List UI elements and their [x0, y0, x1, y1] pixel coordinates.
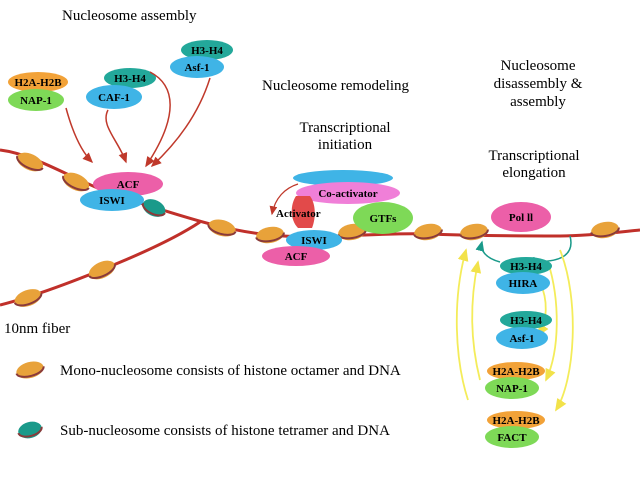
hira-label: HIRA: [509, 278, 538, 290]
activator-shape: [291, 196, 315, 228]
arrow-nap1-to-fiber: [65, 107, 94, 164]
arrow-yellow-2: [470, 260, 482, 381]
arrow-yellow-4: [545, 261, 558, 382]
iswi-blob-right: [286, 230, 342, 250]
acf-blob-right: [262, 246, 330, 266]
h2a-h2b-blob-nap: [487, 362, 545, 380]
heading-disassembly-l2: disassembly &: [494, 76, 583, 92]
heading-initiation-l2: initiation: [318, 137, 373, 153]
arrow-teal-up: [475, 240, 501, 263]
coactivator-bar: [293, 170, 393, 186]
h3-h4-label-asf: H3-H4: [191, 45, 223, 57]
gtfs-blob: [353, 202, 413, 234]
nap1-blob-2: [485, 377, 539, 399]
h3-h4-label-caf: H3-H4: [114, 73, 146, 85]
nucleosome: [16, 152, 44, 172]
heading-nucleosome-remodeling: Nucleosome remodeling: [262, 78, 410, 94]
h2a-h2b-blob: [8, 72, 68, 92]
arrow-caf1-to-acf: [105, 109, 128, 164]
legend-mono-nucleosome-icon: [15, 361, 45, 379]
fact-label: FACT: [497, 432, 527, 444]
asf1-blob: [170, 56, 224, 78]
acf-label-right: ACF: [285, 251, 308, 263]
nucleosome: [459, 223, 489, 241]
h3-h4-blob-asf: [181, 40, 233, 60]
iswi-label-right: ISWI: [301, 235, 327, 247]
acf-label-left: ACF: [117, 179, 140, 191]
arrow-yellow-1: [455, 248, 469, 401]
h3-h4-blob-caf: [104, 68, 156, 88]
nucleosome: [413, 223, 443, 241]
nucleosome: [13, 289, 43, 307]
arrow-h3h4-to-acf: [145, 71, 171, 168]
h2a-h2b-label: H2A-H2B: [14, 77, 62, 89]
sub-nucleosome: [141, 199, 166, 217]
legend-sub-text: Sub-nucleosome consists of histone tetra…: [60, 423, 390, 439]
h3-h4-blob-asf2: [500, 311, 552, 329]
arrow-asf1-to-acf: [150, 77, 211, 168]
fiber-label: 10nm fiber: [4, 321, 70, 337]
coactivator-blob: [296, 182, 400, 204]
nucleosome: [255, 226, 285, 244]
nucleosome: [207, 219, 237, 237]
hira-blob: [496, 272, 550, 294]
heading-disassembly-l1: Nucleosome: [501, 58, 576, 74]
legend-mono-text: Mono-nucleosome consists of histone octa…: [60, 363, 401, 379]
legend-sub-nucleosome-icon: [17, 421, 43, 439]
heading-initiation-l1: Transcriptional: [299, 120, 390, 136]
asf1-blob-2: [496, 327, 548, 349]
heading-nucleosome-assembly: Nucleosome assembly: [62, 8, 197, 24]
h2a-h2b-blob-fact: [487, 411, 545, 429]
nucleosome: [590, 221, 620, 239]
activator-label: Activator: [276, 208, 321, 220]
nap1-label: NAP-1: [20, 95, 52, 107]
asf1-label-2: Asf-1: [509, 333, 534, 345]
nucleosome: [62, 172, 90, 192]
nucleosome: [88, 260, 116, 280]
heading-elongation-l2: elongation: [502, 165, 566, 181]
nap1-blob: [8, 89, 64, 111]
caf1-label: CAF-1: [98, 92, 130, 104]
gtfs-label: GTFs: [370, 213, 398, 225]
fact-blob: [485, 426, 539, 448]
pol2-blob: [491, 202, 551, 232]
arrow-activator: [269, 183, 299, 216]
h2a-h2b-label-fact: H2A-H2B: [492, 415, 540, 427]
heading-disassembly-l3: assembly: [510, 94, 566, 110]
h2a-h2b-label-nap: H2A-H2B: [492, 366, 540, 378]
h3-h4-blob-hira: [500, 257, 552, 275]
arrow-yellow-3: [555, 249, 574, 412]
iswi-blob-left: [80, 189, 144, 211]
h3-h4-label-asf2: H3-H4: [510, 315, 542, 327]
pol2-label: Pol ll: [509, 212, 533, 224]
iswi-label-left: ISWI: [99, 195, 125, 207]
nap1-label-2: NAP-1: [496, 383, 528, 395]
h3-h4-label-hira: H3-H4: [510, 261, 542, 273]
caf1-blob: [86, 85, 142, 109]
coactivator-label: Co-activator: [318, 188, 377, 200]
heading-elongation-l1: Transcriptional: [488, 148, 579, 164]
asf1-label: Asf-1: [184, 62, 209, 74]
